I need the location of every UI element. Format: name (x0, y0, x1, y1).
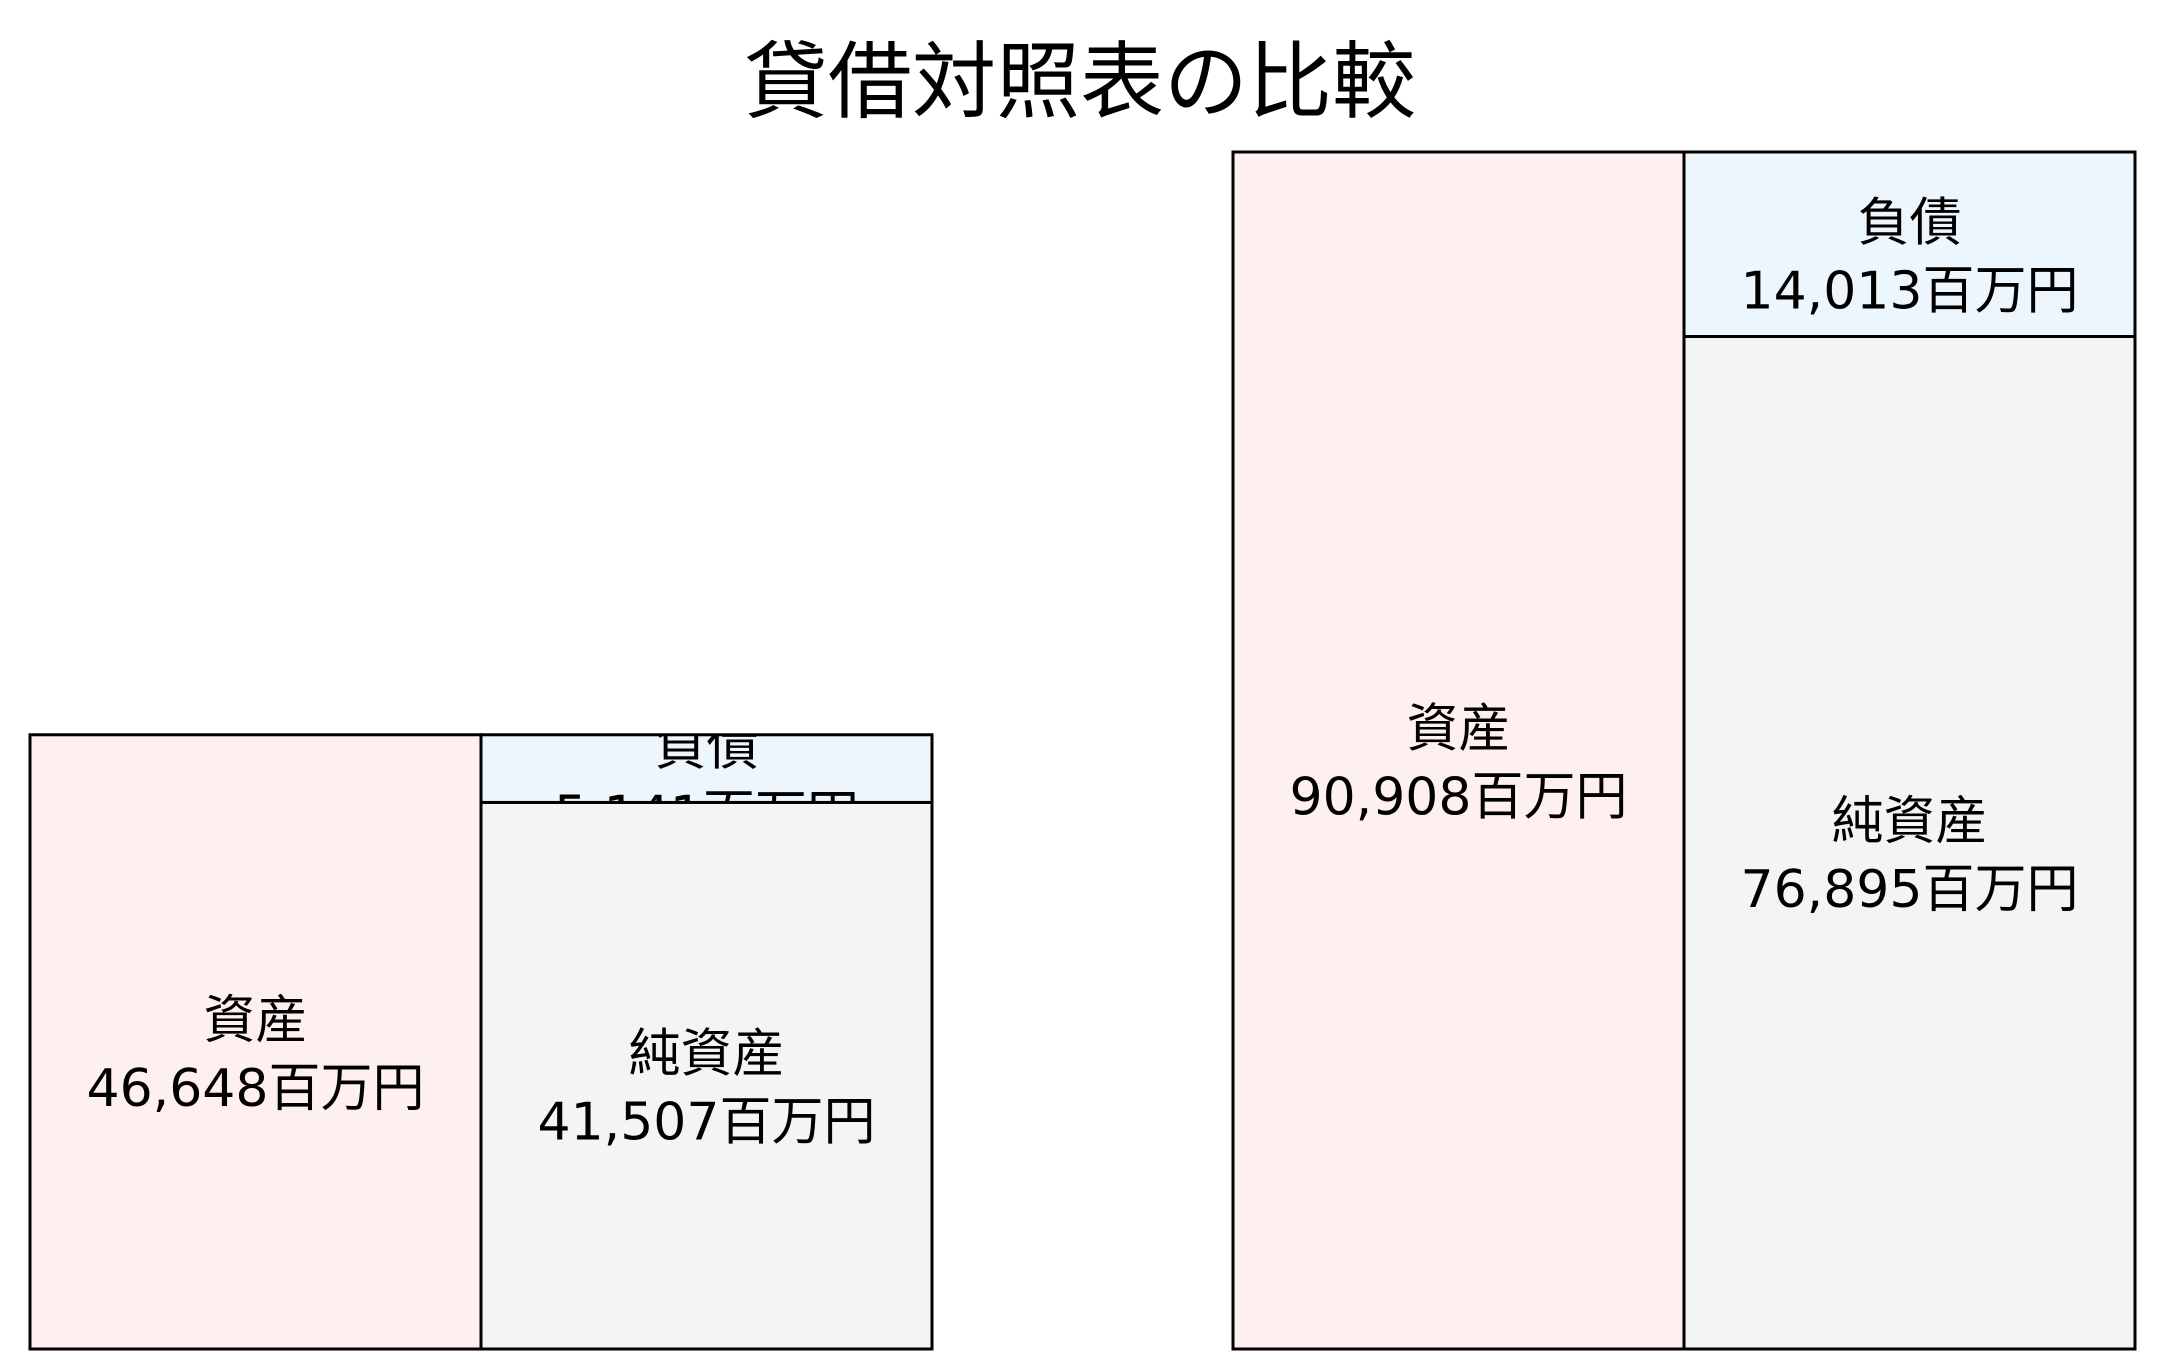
chart-title: 貸借対照表の比較 (743, 33, 1416, 131)
asset-box (28, 733, 483, 1351)
asset-value-label: 90,908百万円 (1290, 768, 1628, 828)
asset-value-label: 46,648百万円 (87, 1059, 425, 1119)
liability-label: 負債 (654, 718, 758, 778)
liability-label: 負債 (1857, 193, 1961, 253)
liability-value-label: 14,013百万円 (1741, 261, 2079, 321)
liability-value-label: 5,141百万円 (554, 786, 859, 846)
equity-box (1682, 335, 2137, 1351)
equity-box (479, 800, 934, 1351)
asset-label: 資産 (203, 991, 307, 1051)
equity-label: 純資産 (628, 1025, 784, 1085)
equity-value-label: 76,895百万円 (1741, 860, 2079, 920)
liability-box (479, 733, 934, 804)
equity-value-label: 41,507百万円 (538, 1093, 876, 1153)
asset-box (1231, 150, 1686, 1351)
asset-label: 資産 (1406, 700, 1510, 760)
equity-label: 純資産 (1831, 792, 1987, 852)
